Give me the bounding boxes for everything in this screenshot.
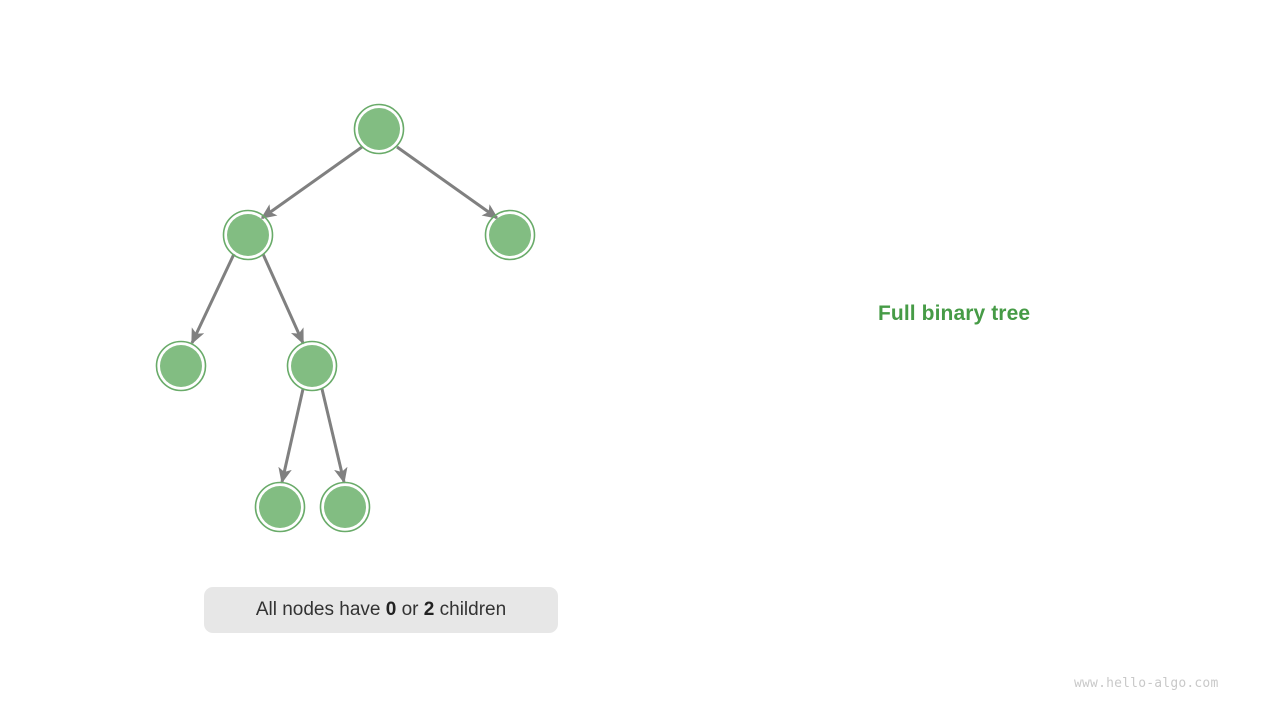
edge-root-to-right [396, 145, 499, 220]
caption-middle: or [396, 599, 424, 620]
tree-node-right[interactable] [484, 209, 536, 261]
tree-node-left[interactable] [222, 209, 274, 261]
tree-node-left-left[interactable] [155, 340, 207, 392]
caption-value-zero: 0 [385, 599, 397, 620]
tree-node-left-right[interactable] [286, 340, 338, 392]
watermark: www.hello-algo.com [1074, 676, 1219, 691]
caption-prefix: All nodes have [255, 599, 386, 620]
caption-text: All nodes have 0 or 2 children [256, 599, 506, 621]
caption-value-two: 2 [423, 599, 435, 620]
edge-left-right-to-leaf-b [320, 388, 348, 484]
caption-box: All nodes have 0 or 2 children [204, 587, 558, 633]
caption-suffix: children [434, 599, 507, 620]
tree-edges [190, 145, 499, 484]
tree-node-root[interactable] [353, 103, 405, 155]
edge-left-to-left-left [190, 253, 236, 345]
page-title: Full binary tree [878, 302, 1031, 325]
tree-node-leaf-b[interactable] [319, 481, 371, 533]
tree-nodes [155, 103, 536, 533]
edge-left-right-to-leaf-a [278, 388, 305, 484]
tree-node-leaf-a[interactable] [254, 481, 306, 533]
edge-left-to-left-right [261, 253, 305, 345]
edge-root-to-left [260, 145, 363, 220]
